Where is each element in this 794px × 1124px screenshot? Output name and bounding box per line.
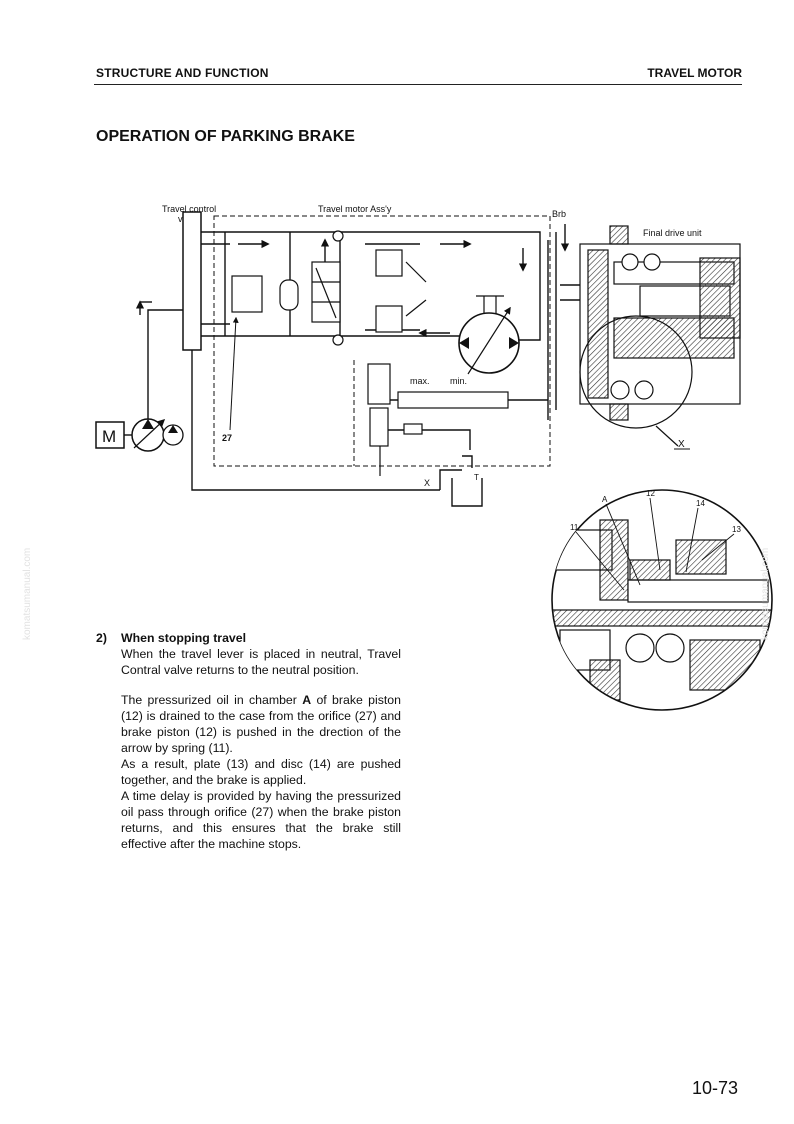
detail-label-11: 11 bbox=[570, 523, 579, 532]
paragraph-time-delay: A time delay is provided by having the p… bbox=[121, 789, 401, 851]
travel-control-valve-label-line1: Travel control bbox=[162, 204, 216, 214]
brake-cylinder bbox=[367, 363, 509, 476]
electric-motor-box bbox=[95, 421, 125, 449]
detail-label-a: A bbox=[602, 495, 608, 504]
m-label: M bbox=[102, 427, 116, 446]
orifice-27-label: 27 bbox=[222, 433, 232, 443]
tank-symbol bbox=[451, 478, 483, 507]
brb-label: Brb bbox=[552, 209, 566, 219]
t-port-label: T bbox=[474, 473, 479, 482]
travel-motor-symbol bbox=[458, 295, 520, 375]
section-heading: 2) When stopping travel bbox=[96, 630, 401, 646]
paragraph-neutral: When the travel lever is placed in neutr… bbox=[121, 647, 401, 677]
valve-components bbox=[231, 230, 427, 346]
motor-assy-boundary bbox=[213, 215, 551, 467]
when-stopping-travel-section: 2) When stopping travel When the travel … bbox=[96, 630, 401, 852]
page-number: 10-73 bbox=[691, 1078, 738, 1098]
brake-detail-view bbox=[551, 489, 773, 711]
section-heading-text: When stopping travel bbox=[121, 631, 247, 645]
watermark-right: komatsumanual.com bbox=[760, 547, 771, 640]
paragraph-brake-applied: As a result, plate (13) and disc (14) ar… bbox=[121, 757, 401, 787]
watermark-left: komatsumanual.com bbox=[22, 547, 33, 640]
hydraulic-lines bbox=[147, 231, 580, 491]
page-title: OPERATION OF PARKING BRAKE bbox=[96, 128, 355, 145]
final-drive-unit bbox=[579, 225, 741, 421]
detail-label-13: 13 bbox=[732, 525, 741, 534]
travel-control-valve-block bbox=[182, 211, 202, 351]
paragraph-drain: The pressurized oil in chamber A of brak… bbox=[121, 693, 401, 755]
detail-label-12: 12 bbox=[646, 489, 655, 498]
travel-motor-assy-label: Travel motor Ass'y bbox=[318, 204, 392, 214]
chamber-a-label: A bbox=[302, 693, 312, 707]
header-rule bbox=[94, 84, 742, 85]
header-section-title: STRUCTURE AND FUNCTION bbox=[96, 66, 269, 80]
detail-label-14: 14 bbox=[696, 499, 705, 508]
section-number: 2) bbox=[96, 631, 107, 645]
final-drive-unit-label: Final drive unit bbox=[643, 228, 702, 238]
min-label: min. bbox=[450, 376, 467, 386]
detail-x-label: X bbox=[678, 439, 685, 450]
max-label: max. bbox=[410, 376, 430, 386]
x-port-label: X bbox=[424, 478, 430, 488]
header-chapter-title: TRAVEL MOTOR bbox=[647, 66, 742, 80]
detail-x-indicator bbox=[579, 315, 693, 429]
